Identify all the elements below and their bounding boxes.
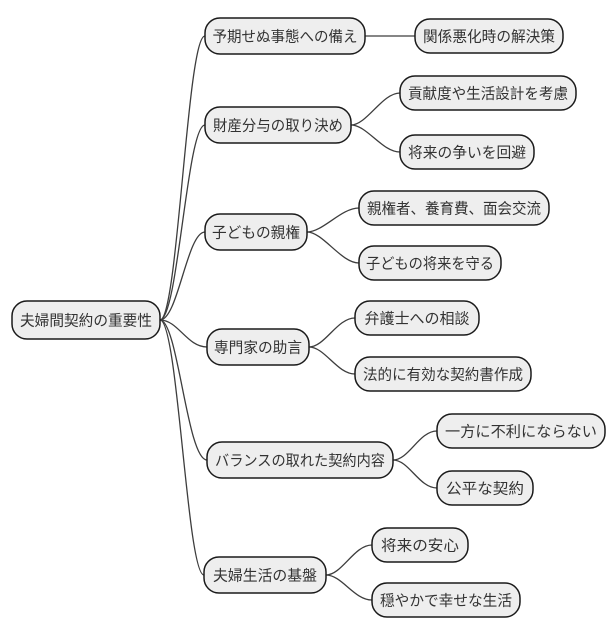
node-legal-contract-box: [354, 356, 532, 392]
node-dispute-avoidance-label: 将来の争いを回避: [408, 144, 526, 162]
node-lawyer-consult: 弁護士への相談: [354, 300, 480, 336]
node-expert-advice-label: 専門家の助言: [214, 340, 302, 357]
node-contribution-label: 貢献度や生活設計を考慮: [408, 86, 568, 103]
node-unexpected-events-label: 予期せぬ事態への備え: [213, 29, 358, 46]
edge-custody-to-terms: [306, 207, 360, 233]
node-child-future-label: 子どもの将来を守る: [366, 256, 494, 273]
node-happy-life: 穏やかで幸せな生活: [371, 582, 521, 618]
node-future-security-label: 将来の安心: [381, 538, 459, 555]
node-property-division-box: [204, 106, 352, 144]
edge-foundation-to-future-security: [325, 544, 373, 576]
node-root-label: 夫婦間契約の重要性: [20, 313, 152, 330]
node-legal-contract: 法的に有効な契約書作成: [354, 356, 532, 392]
node-future-security-box: [371, 527, 469, 563]
node-marriage-foundation: 夫婦生活の基盤: [203, 556, 327, 594]
edge-foundation-to-happy-life: [325, 574, 373, 601]
node-child-future: 子どもの将来を守る: [358, 245, 502, 281]
node-fair-contract-box: [436, 470, 534, 506]
node-lawyer-consult-label: 弁護士への相談: [365, 311, 470, 328]
node-no-disadvantage-label: 一方に不利にならない: [445, 424, 597, 441]
edge-advice-to-legal-contract: [308, 346, 356, 375]
node-fair-contract: 公平な契約: [436, 470, 534, 506]
edge-balanced-to-fair-contract: [392, 459, 438, 489]
edge-root-to-expert-advice: [159, 319, 208, 348]
node-contribution-box: [399, 75, 577, 111]
node-custody-terms-label: 親権者、養育費、面会交流: [367, 200, 541, 218]
node-no-disadvantage: 一方に不利にならない: [436, 413, 606, 449]
node-resolution-box: [414, 18, 564, 54]
edge-custody-to-child-future: [306, 231, 360, 264]
edge-property-to-dispute-avoidance: [350, 124, 401, 153]
node-expert-advice: 専門家の助言: [206, 328, 310, 366]
node-resolution-label: 関係悪化時の解決策: [423, 29, 555, 46]
node-custody-terms-box: [358, 190, 550, 226]
node-happy-life-label: 穏やかで幸せな生活: [380, 593, 512, 610]
node-unexpected-events-box: [204, 17, 366, 55]
node-child-custody-label: 子どもの親権: [212, 225, 300, 242]
node-unexpected-events: 予期せぬ事態への備え: [204, 17, 366, 55]
node-balanced-contract-box: [206, 441, 394, 479]
node-property-division-label: 財産分与の取り決め: [213, 118, 343, 135]
node-dispute-avoidance: 将来の争いを回避: [399, 134, 535, 170]
node-child-future-box: [358, 245, 502, 281]
node-happy-life-box: [371, 582, 521, 618]
node-fair-contract-label: 公平な契約: [446, 481, 524, 498]
node-future-security: 将来の安心: [371, 527, 469, 563]
node-child-custody: 子どもの親権: [204, 213, 308, 251]
edge-root-to-child-custody: [159, 231, 206, 321]
node-legal-contract-label: 法的に有効な契約書作成: [363, 367, 523, 384]
edge-root-to-property-division: [159, 124, 206, 321]
node-no-disadvantage-box: [436, 413, 606, 449]
edge-advice-to-lawyer: [308, 317, 356, 348]
node-marriage-foundation-label: 夫婦生活の基盤: [213, 568, 317, 585]
edge-root-to-unexpected-events: [159, 35, 206, 321]
node-child-custody-box: [204, 213, 308, 251]
node-expert-advice-box: [206, 328, 310, 366]
edge-root-to-marriage-foundation: [159, 319, 205, 576]
node-dispute-avoidance-box: [399, 134, 535, 170]
node-marriage-foundation-box: [203, 556, 327, 594]
node-root-box: [11, 300, 161, 340]
node-property-division: 財産分与の取り決め: [204, 106, 352, 144]
node-balanced-contract: バランスの取れた契約内容: [206, 441, 394, 479]
node-lawyer-consult-box: [354, 300, 480, 336]
node-contribution-consideration: 貢献度や生活設計を考慮: [399, 75, 577, 111]
node-balanced-contract-label: バランスの取れた契約内容: [215, 453, 385, 470]
edge-balanced-to-no-disadvantage: [392, 430, 438, 461]
node-custody-terms: 親権者、養育費、面会交流: [358, 190, 550, 226]
node-root: 夫婦間契約の重要性: [11, 300, 161, 340]
edge-property-to-contribution: [350, 92, 401, 126]
edge-root-to-balanced-contract: [159, 319, 208, 461]
node-resolution-on-breakdown: 関係悪化時の解決策: [414, 18, 564, 54]
